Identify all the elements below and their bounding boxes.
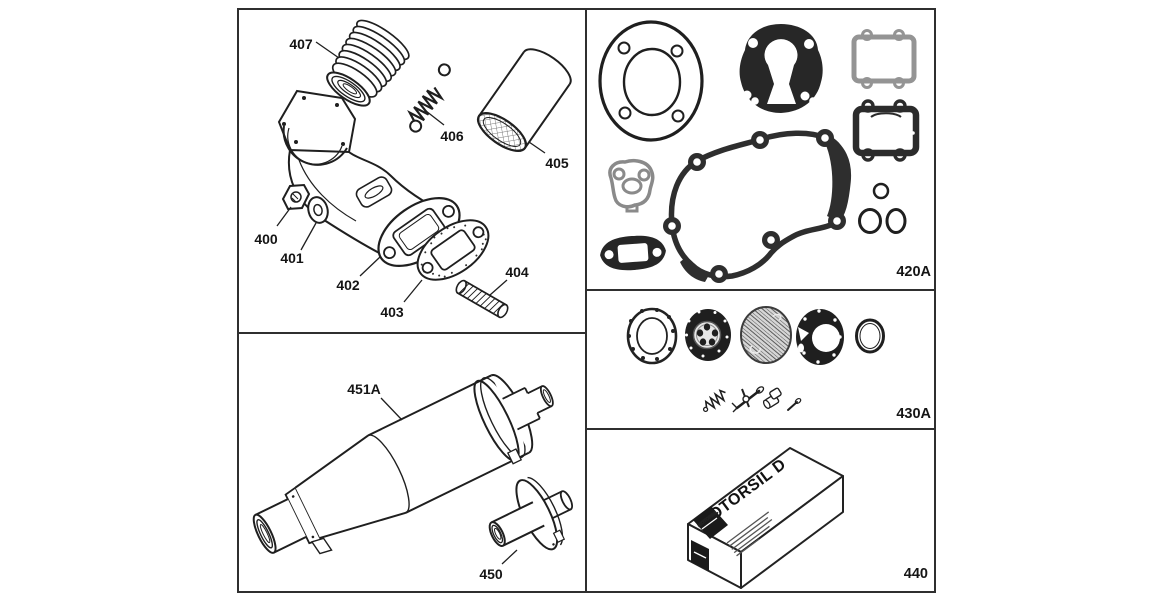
exhaust-manifold-drawing: 407 406 405 400 401 402 403 404 [254, 19, 572, 320]
carb-small-parts [702, 386, 802, 413]
ref-label-420a: 420A [896, 264, 931, 280]
part-450-coupler [488, 476, 574, 551]
panel-sealant-box: MOTORSIL D MOTORSIL [587, 430, 934, 591]
part-label-407: 407 [289, 36, 313, 52]
carb-gasket-ring [626, 307, 678, 365]
leader-lines [380, 397, 518, 565]
panel-gasket-set: 420A [587, 10, 934, 291]
part-label-402: 402 [336, 277, 360, 293]
leader-lines [276, 41, 546, 303]
part-407-flex-tube [325, 19, 410, 108]
part-451a-muffler [252, 374, 554, 555]
part-label-400: 400 [254, 231, 278, 247]
gasket-crankcase [663, 129, 852, 283]
gasket-reed-dark [852, 99, 920, 162]
part-440-sealant-box: MOTORSIL D MOTORSIL [687, 447, 844, 589]
part-406-spring [407, 63, 451, 133]
part-label-404: 404 [505, 264, 529, 280]
muffler-drawing: 451A 450 [252, 374, 574, 582]
panel-muffler: 451A 450 [239, 334, 587, 591]
carb-diaphragm-fabric [740, 306, 792, 364]
box-end-label [691, 540, 709, 571]
part-label-405: 405 [545, 155, 569, 171]
gasket-set-drawing: 420A [598, 20, 932, 283]
carb-oring [855, 318, 885, 354]
part-label-406: 406 [440, 128, 464, 144]
gasket-reed-gray [851, 29, 917, 89]
carb-gasket-pump [796, 309, 844, 365]
part-403-gasket [416, 219, 490, 281]
gasket-carb-gray [608, 158, 655, 213]
part-405-screen-cylinder [476, 48, 572, 152]
part-label-403: 403 [380, 304, 404, 320]
part-label-450: 450 [479, 566, 503, 582]
ref-label-430a: 430A [896, 406, 931, 422]
part-404-stud [455, 279, 509, 319]
part-401-washer [307, 196, 329, 224]
carb-kit-drawing: 430A [626, 306, 932, 422]
ref-label-440: 440 [904, 566, 928, 582]
carb-diaphragm-metering [685, 309, 731, 361]
sealant-box-drawing: MOTORSIL D MOTORSIL [687, 447, 928, 589]
gasket-cylinder-base [739, 24, 823, 113]
panel-carb-kit: 430A [587, 291, 934, 430]
gasket-exhaust-dark [600, 235, 666, 271]
part-400-nut [281, 183, 311, 211]
box-top-label: MOTORSIL [693, 506, 728, 539]
part-label-401: 401 [280, 250, 304, 266]
diagram-sheet: 407 406 405 400 401 402 403 404 [237, 8, 936, 593]
panel-exhaust-manifold: 407 406 405 400 401 402 403 404 [239, 10, 587, 334]
part-label-451a: 451A [347, 381, 380, 397]
gasket-head-round [598, 20, 704, 142]
o-rings [858, 182, 907, 234]
